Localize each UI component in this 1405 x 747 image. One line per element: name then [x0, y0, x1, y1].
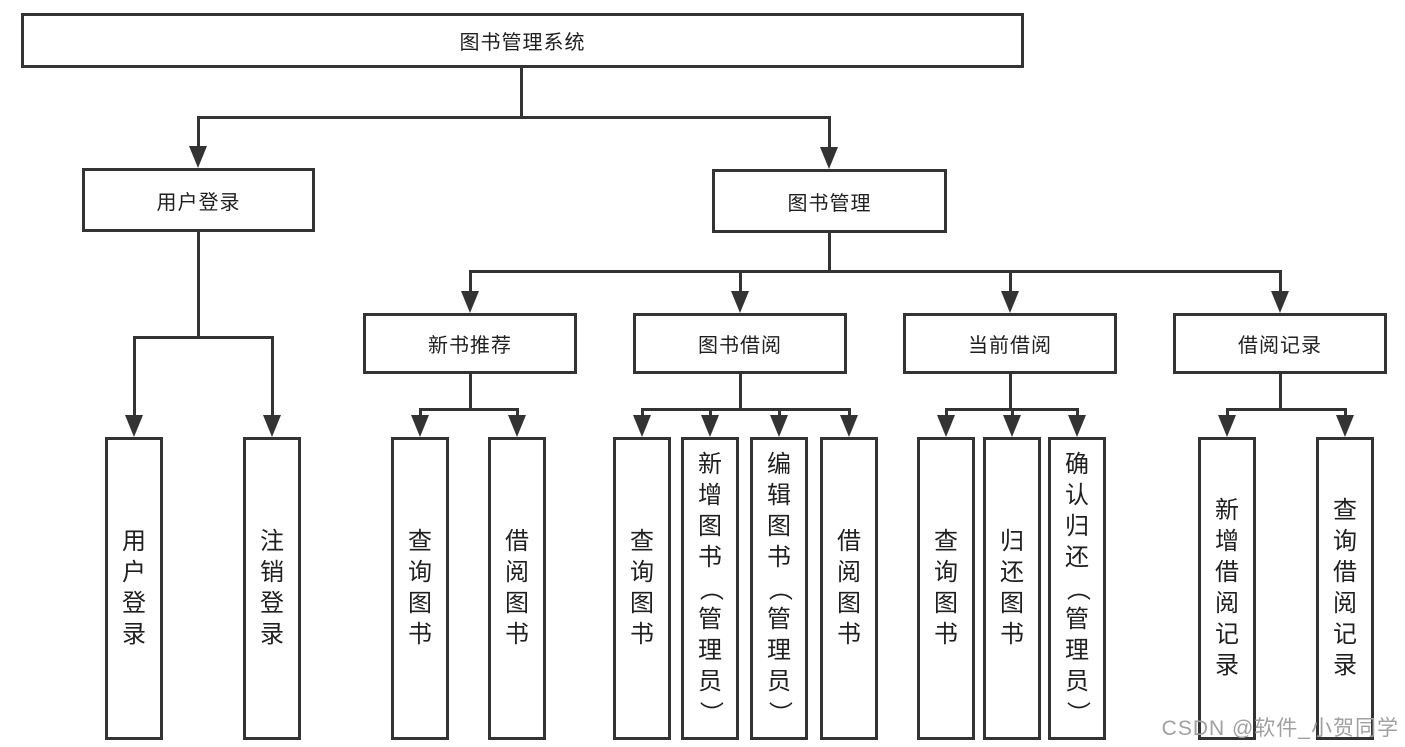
arrow-query-c: [937, 415, 955, 437]
arrow-book-borrow: [731, 291, 749, 313]
arrow-return-books: [1003, 415, 1021, 437]
leaf-logout: 注销登录: [243, 437, 301, 740]
leaf-borrow-books-borrow: 借阅图书: [820, 437, 878, 740]
edge-drop-add-books: [709, 408, 712, 419]
arrow-borrow-a: [508, 415, 526, 437]
node-root: 图书管理系统: [21, 13, 1024, 68]
edge-level2-bar: [469, 270, 1281, 273]
node-book-borrow: 图书借阅: [633, 313, 847, 374]
arrow-query-b: [633, 415, 651, 437]
watermark: CSDN @软件_小贺同学: [1161, 717, 1399, 740]
node-new-book-rec: 新书推荐: [363, 313, 577, 374]
node-borrow-records: 借阅记录: [1173, 313, 1387, 374]
leaf-edit-books-admin: 编辑图书（管理员）: [750, 437, 808, 740]
edge-drop-query-record: [1344, 408, 1347, 419]
edge-drop-query-a: [419, 408, 422, 419]
edge-user-bar: [133, 336, 273, 339]
edge-drop-current-borrow: [1009, 270, 1012, 293]
leaf-user-login: 用户登录: [105, 437, 163, 740]
leaf-query-books-newrec: 查询图书: [391, 437, 449, 740]
edge-drop-leaf-logout: [271, 336, 274, 419]
arrow-borrow-b: [840, 415, 858, 437]
leaf-add-books-admin: 新增图书（管理员）: [681, 437, 739, 740]
leaf-confirm-return-admin: 确认归还（管理员）: [1048, 437, 1106, 740]
arrow-borrow-records: [1271, 291, 1289, 313]
arrow-edit-books: [770, 415, 788, 437]
edge-drop-query-c: [945, 408, 948, 419]
arrow-leaf-user-login: [125, 415, 143, 437]
edge-borrow-stem: [739, 373, 742, 411]
edge-drop-book-borrow: [739, 270, 742, 293]
edge-drop-borrow-b: [848, 408, 851, 419]
leaf-query-borrow-record: 查询借阅记录: [1316, 437, 1374, 740]
edge-records-bar: [1226, 408, 1347, 411]
arrow-user-login: [189, 146, 207, 168]
arrow-add-books: [701, 415, 719, 437]
edge-user-stem: [197, 232, 200, 339]
arrow-add-record: [1218, 415, 1236, 437]
arrow-confirm-return: [1068, 415, 1086, 437]
node-current-borrow: 当前借阅: [903, 313, 1117, 374]
arrow-current-borrow: [1001, 291, 1019, 313]
edge-records-stem: [1279, 373, 1282, 411]
edge-level1-bar: [197, 116, 831, 119]
edge-current-stem: [1009, 373, 1012, 411]
leaf-query-books-borrow: 查询图书: [613, 437, 671, 740]
edge-drop-leaf-user-login: [133, 336, 136, 419]
arrow-new-book: [461, 291, 479, 313]
node-user-login: 用户登录: [82, 168, 315, 232]
edge-root-stem: [520, 68, 523, 117]
edge-bookmgmt-stem: [828, 233, 831, 273]
node-book-mgmt: 图书管理: [712, 169, 947, 233]
arrow-query-record: [1336, 415, 1354, 437]
leaf-borrow-books-newrec: 借阅图书: [488, 437, 546, 740]
edge-newbook-bar: [419, 408, 519, 411]
edge-drop-add-record: [1226, 408, 1229, 419]
edge-drop-edit-books: [778, 408, 781, 419]
edge-borrow-bar: [641, 408, 851, 411]
edge-drop-new-book: [469, 270, 472, 293]
edge-drop-borrow-a: [516, 408, 519, 419]
arrow-leaf-logout: [263, 415, 281, 437]
edge-drop-borrow-records: [1279, 270, 1282, 293]
leaf-return-books: 归还图书: [983, 437, 1041, 740]
edge-drop-query-b: [641, 408, 644, 419]
leaf-query-books-current: 查询图书: [917, 437, 975, 740]
edge-drop-confirm-return: [1076, 408, 1079, 419]
arrow-book-mgmt: [820, 147, 838, 169]
arrow-query-a: [411, 415, 429, 437]
edge-newbook-stem: [469, 373, 472, 411]
edge-drop-return-books: [1011, 408, 1014, 419]
edge-drop-book-mgmt: [828, 116, 831, 151]
edge-drop-user-login: [197, 116, 200, 150]
leaf-add-borrow-record: 新增借阅记录: [1198, 437, 1256, 740]
